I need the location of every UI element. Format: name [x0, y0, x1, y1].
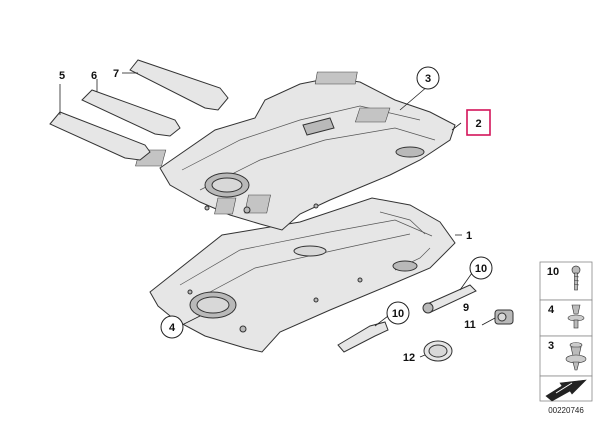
callout-10-upper: 10 [475, 263, 487, 275]
leader-lines [59, 72, 496, 358]
callout-12: 12 [403, 352, 415, 364]
grab-handle-10[interactable] [337, 321, 389, 353]
bracket-11[interactable] [494, 309, 514, 325]
callout-10-circle-upper[interactable]: 10 [469, 256, 493, 280]
callout-10-lower: 10 [392, 308, 404, 320]
callout-1: 1 [466, 230, 472, 242]
callout-2-highlight[interactable]: 2 [466, 109, 491, 136]
callout-3-circle[interactable]: 3 [416, 66, 440, 90]
grab-handle-9[interactable] [422, 284, 477, 314]
callout-10-circle-lower[interactable]: 10 [386, 301, 410, 325]
callout-3: 3 [425, 73, 431, 85]
callout-2: 2 [475, 118, 481, 130]
legend-label-0: 10 [547, 266, 559, 278]
seal-12[interactable] [423, 340, 453, 362]
headliner-lower[interactable] [149, 197, 456, 353]
arrow-icon [545, 379, 587, 402]
fastener-legend: 10 4 3 [539, 261, 593, 402]
cover-panel-6[interactable] [81, 89, 181, 137]
screw-icon [571, 265, 581, 291]
clip-icon [567, 304, 585, 329]
callout-4: 4 [169, 322, 176, 334]
callout-4-circle[interactable]: 4 [160, 315, 184, 339]
expanding-rivet-icon [565, 342, 587, 371]
callout-5: 5 [59, 70, 65, 82]
legend-label-2: 3 [548, 340, 554, 352]
callout-6: 6 [91, 70, 97, 82]
cover-panel-7[interactable] [129, 59, 229, 111]
callout-9: 9 [463, 302, 469, 314]
diagram-id: 00220746 [548, 406, 584, 415]
callout-11: 11 [464, 319, 476, 331]
callout-7: 7 [113, 68, 119, 80]
legend-label-1: 4 [548, 304, 555, 316]
